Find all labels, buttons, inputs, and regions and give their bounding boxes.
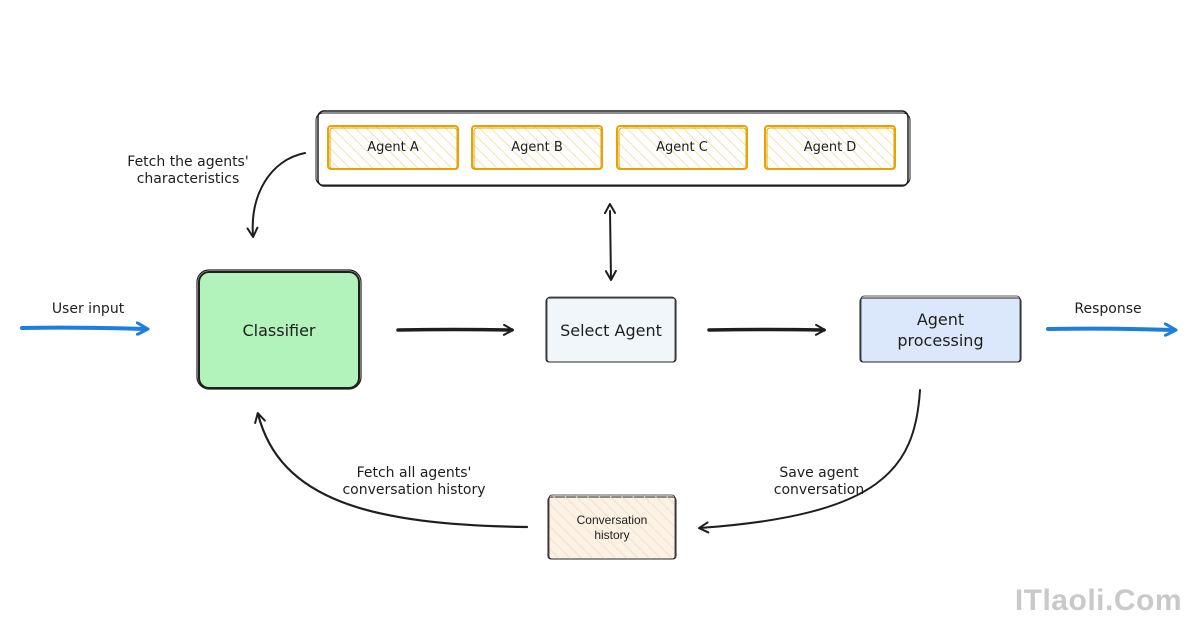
- agent-box-b: [471, 125, 603, 170]
- agent-b-label: Agent B: [511, 140, 563, 155]
- select-agent-box: [545, 296, 677, 363]
- select-to-processing-arrow: [707, 323, 826, 336]
- save-conversation-arrow: [698, 389, 921, 534]
- response-label: Response: [1074, 301, 1142, 317]
- agent-d-label: Agent D: [803, 140, 857, 155]
- watermark: ITlaoli.Com: [1014, 584, 1182, 617]
- conversation-history-label: Conversation history: [576, 512, 648, 542]
- agent-box-a: [327, 125, 459, 170]
- agents-container: [315, 110, 911, 187]
- agent-c-label: Agent C: [656, 140, 708, 155]
- classifier-box: [196, 269, 362, 390]
- conversation-history-box: [547, 494, 677, 560]
- agent-a-label: Agent A: [367, 140, 419, 155]
- agent-processing-label: Agent processing: [897, 309, 984, 350]
- fetch-characteristics-arrow: [246, 152, 306, 238]
- user-input-arrow: [20, 328, 146, 329]
- user-input-label: User input: [51, 301, 125, 317]
- fetch-history-label: Fetch all agents' conversation history: [342, 465, 486, 498]
- agent-box-c: [616, 125, 748, 170]
- agent-box-d: [764, 125, 896, 170]
- agent-processing-box: [859, 295, 1022, 363]
- fetch-history-arrow: [254, 412, 529, 529]
- fetch-characteristics-label: Fetch the agents' characteristics: [127, 154, 249, 187]
- select-agent-label: Select Agent: [560, 320, 662, 340]
- classifier-label: Classifier: [242, 320, 316, 340]
- classifier-to-select-arrow: [396, 323, 514, 336]
- save-conversation-label: Save agent conversation: [773, 465, 865, 498]
- response-arrow: [1046, 329, 1174, 330]
- select-agents-bidirectional-arrow: [604, 203, 617, 281]
